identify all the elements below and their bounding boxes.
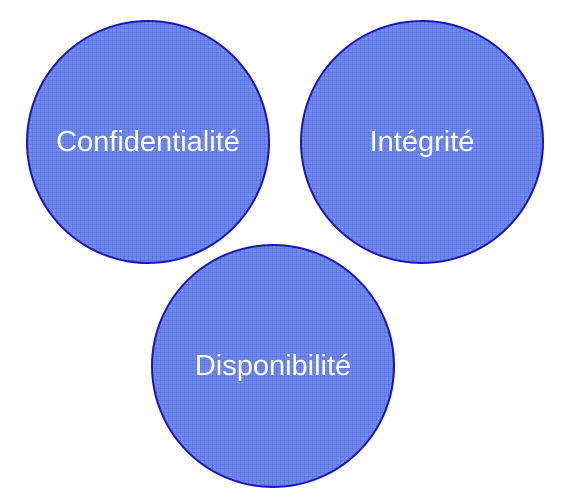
circle-disponibilite [151,244,395,488]
circle-confidentialite [26,20,270,264]
circle-label-disponibilite: Disponibilité [195,350,351,382]
circle-integrite [300,20,544,264]
circle-disponibilite-group: Disponibilité [151,244,395,488]
circle-confidentialite-group: Confidentialité [26,20,270,264]
circle-label-integrite: Intégrité [370,126,475,158]
circle-label-confidentialite: Confidentialité [56,126,240,158]
circle-integrite-group: Intégrité [300,20,544,264]
